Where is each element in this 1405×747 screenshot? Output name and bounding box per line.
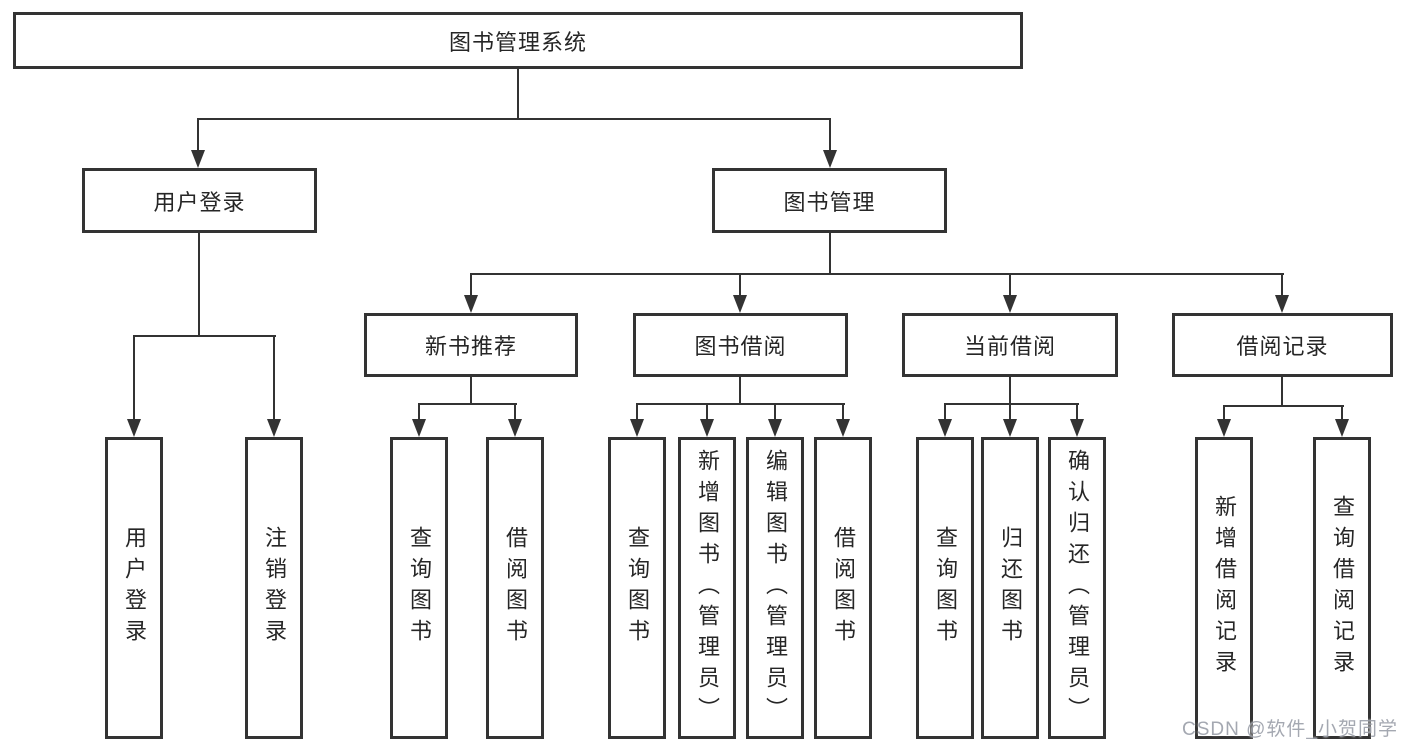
connector-drop	[470, 273, 472, 297]
node-root: 图书管理系统	[13, 12, 1023, 69]
arrow-down-icon	[1275, 295, 1289, 313]
connector-drop	[133, 335, 135, 421]
node-borrow-records: 借阅记录	[1172, 313, 1393, 377]
leaf-query-borrow-record: 查询借阅记录	[1313, 437, 1371, 739]
connector-drop	[944, 403, 946, 421]
node-book-management: 图书管理	[712, 168, 947, 233]
leaf-query-books-3: 查询图书	[916, 437, 974, 739]
leaf-user-login: 用户登录	[105, 437, 163, 739]
leaf-add-book-admin: 新增图书（管理员）	[678, 437, 736, 739]
leaf-borrow-books-1: 借阅图书	[486, 437, 544, 739]
node-book-borrow: 图书借阅	[633, 313, 848, 377]
arrow-down-icon	[768, 419, 782, 437]
connector-drop	[273, 335, 275, 421]
connector-drop	[514, 403, 516, 421]
arrow-down-icon	[733, 295, 747, 313]
arrow-down-icon	[700, 419, 714, 437]
arrow-down-icon	[191, 150, 205, 168]
connector-level3-split	[470, 273, 1284, 275]
node-user-login: 用户登录	[82, 168, 317, 233]
arrow-down-icon	[464, 295, 478, 313]
leaf-borrow-books-2: 借阅图书	[814, 437, 872, 739]
connector-drop	[1009, 403, 1011, 421]
leaf-confirm-return-admin: 确认归还（管理员）	[1048, 437, 1106, 739]
arrow-down-icon	[1335, 419, 1349, 437]
connector-drop	[1076, 403, 1078, 421]
connector-drop	[197, 118, 199, 152]
connector-drop	[774, 403, 776, 421]
node-new-book-recommend: 新书推荐	[364, 313, 578, 377]
watermark-text: CSDN @软件_小贺同学	[1182, 719, 1398, 740]
leaf-query-books-2: 查询图书	[608, 437, 666, 739]
arrow-down-icon	[630, 419, 644, 437]
connector-split	[636, 403, 845, 405]
arrow-down-icon	[127, 419, 141, 437]
leaf-return-book: 归还图书	[981, 437, 1039, 739]
connector-stub	[1009, 377, 1011, 404]
connector-drop	[1223, 405, 1225, 421]
arrow-down-icon	[508, 419, 522, 437]
connector-drop	[829, 118, 831, 152]
connector-bookmgmt-stub	[829, 233, 831, 274]
connector-drop	[1281, 273, 1283, 297]
arrow-down-icon	[938, 419, 952, 437]
leaf-edit-book-admin: 编辑图书（管理员）	[746, 437, 804, 739]
connector-drop	[636, 403, 638, 421]
connector-split	[418, 403, 517, 405]
node-current-borrow: 当前借阅	[902, 313, 1118, 377]
arrow-down-icon	[412, 419, 426, 437]
leaf-add-borrow-record: 新增借阅记录	[1195, 437, 1253, 739]
leaf-query-books-1: 查询图书	[390, 437, 448, 739]
arrow-down-icon	[1003, 419, 1017, 437]
arrow-down-icon	[267, 419, 281, 437]
connector-split	[944, 403, 1079, 405]
connector-drop	[1009, 273, 1011, 297]
connector-stub	[1281, 377, 1283, 406]
connector-stub	[739, 377, 741, 404]
connector-level2-split	[197, 118, 831, 120]
arrow-down-icon	[836, 419, 850, 437]
arrow-down-icon	[1003, 295, 1017, 313]
arrow-down-icon	[823, 150, 837, 168]
connector-drop	[842, 403, 844, 421]
connector-userlogin-split	[133, 335, 276, 337]
connector-root-stub	[517, 69, 519, 118]
connector-split	[1223, 405, 1344, 407]
arrow-down-icon	[1217, 419, 1231, 437]
connector-drop	[739, 273, 741, 297]
connector-drop	[418, 403, 420, 421]
leaf-logout: 注销登录	[245, 437, 303, 739]
connector-drop	[706, 403, 708, 421]
connector-drop	[1341, 405, 1343, 421]
connector-userlogin-stub	[198, 233, 200, 336]
connector-stub	[470, 377, 472, 404]
arrow-down-icon	[1070, 419, 1084, 437]
